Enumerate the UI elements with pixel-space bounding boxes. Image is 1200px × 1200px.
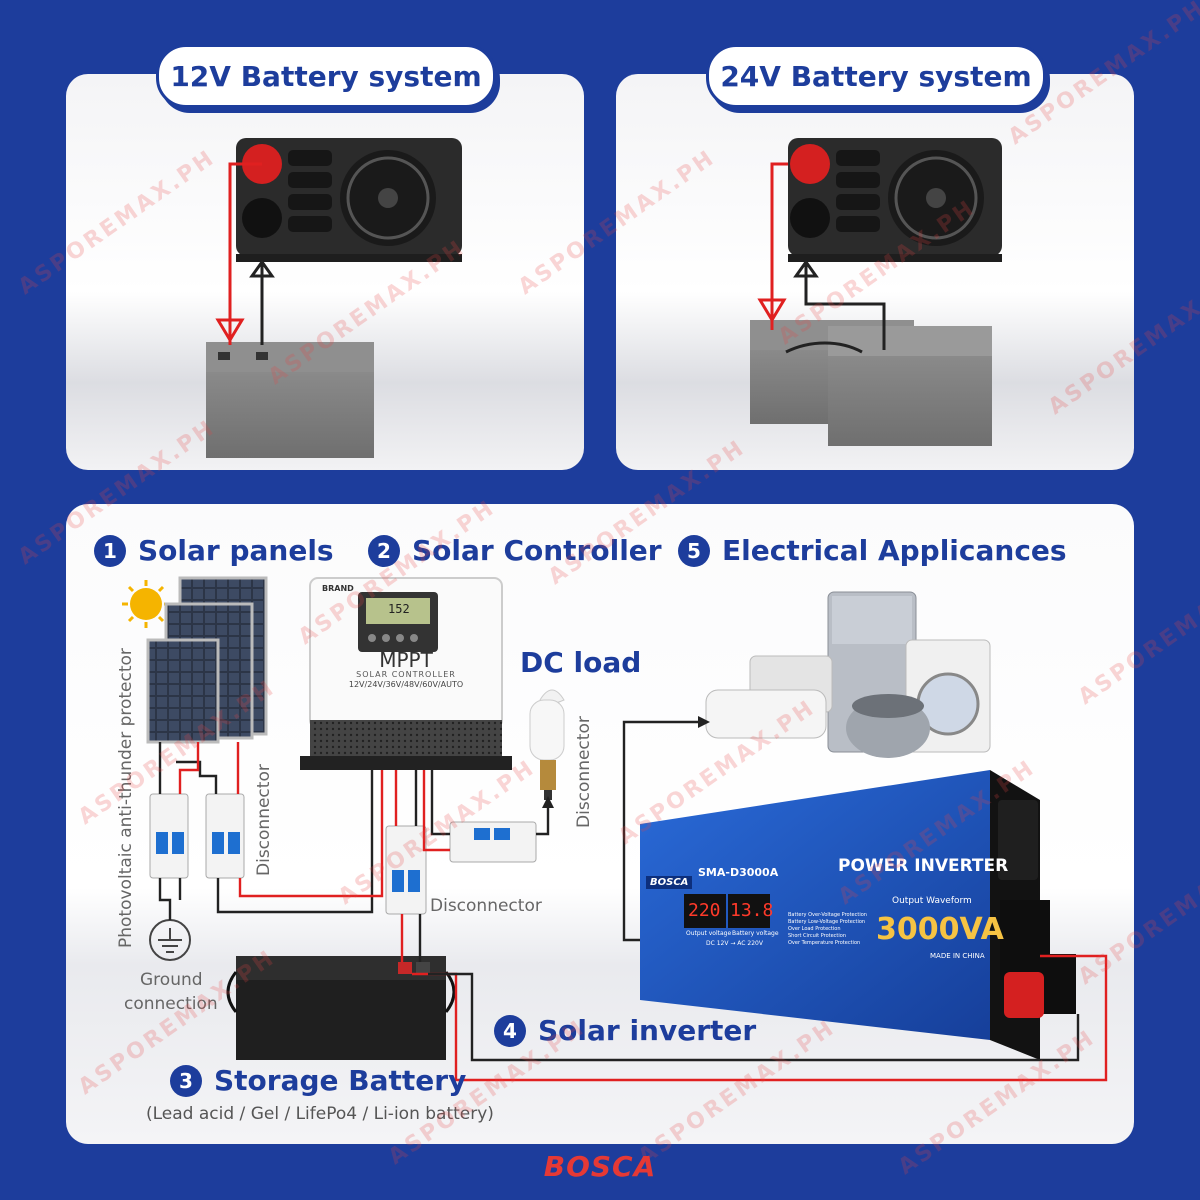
step-badge-1: 1: [94, 534, 126, 567]
heading-electrical-appliances: 5 Electrical Applicances: [678, 534, 1067, 567]
inverter-title: POWER INVERTER: [838, 856, 1009, 876]
inverter-protection-item: Battery Low-Voltage Protection: [788, 919, 866, 925]
inverter-protection-item: Over Load Protection: [788, 926, 841, 932]
inverter-display-battery: 13.8: [730, 900, 774, 921]
inverter-protections: Battery Over-Voltage Protection Battery …: [788, 912, 867, 947]
step-badge-5: 5: [678, 534, 710, 567]
system-wires: [158, 720, 1108, 1082]
sun-icon: [122, 580, 170, 628]
inverter-made-in: MADE IN CHINA: [930, 952, 985, 960]
title-24v-battery-system: 24V Battery system: [706, 44, 1046, 108]
breaker-protector-2: [205, 793, 245, 879]
inverter-24v-rear: [788, 138, 1002, 262]
inverter-display-battery-label: Battery voltage: [732, 930, 779, 937]
heading-solar-controller: 2 Solar Controller: [368, 534, 662, 567]
inverter-waveform: Output Waveform: [892, 896, 972, 906]
heading-storage-battery: 3 Storage Battery: [170, 1064, 466, 1097]
inverter-model: SMA-D3000A: [698, 866, 779, 879]
solar-panel-stack: [146, 576, 268, 744]
inverter-protection-item: Over Temperature Protection: [788, 940, 861, 946]
controller-subtitle: SOLAR CONTROLLER: [356, 670, 456, 679]
heading-solar-panels: 1 Solar panels: [94, 534, 334, 567]
inverter-display-output: 220: [688, 900, 721, 921]
heading-dc-load: DC load: [520, 646, 642, 679]
battery-types-note: (Lead acid / Gel / LifePo4 / Li-ion batt…: [146, 1104, 494, 1124]
battery-24v-b: [828, 326, 992, 446]
heading-solar-inverter-label: Solar inverter: [538, 1014, 757, 1047]
controller-brand: BRAND: [322, 584, 354, 593]
mppt-controller: [300, 577, 512, 770]
breaker-dc-load: [449, 821, 537, 863]
battery-12v: [206, 342, 374, 458]
inverter-12v-rear: [236, 138, 462, 262]
footer-brand-logo: BOSCA: [543, 1150, 657, 1183]
heading-solar-controller-label: Solar Controller: [412, 534, 662, 567]
step-badge-4: 4: [494, 1014, 526, 1047]
inverter-display-output-label: Output voltage: [686, 930, 732, 937]
controller-voltages: 12V/24V/36V/48V/60V/AUTO: [348, 680, 464, 689]
title-12v-battery-system: 12V Battery system: [156, 44, 496, 108]
heading-solar-panels-label: Solar panels: [138, 534, 334, 567]
label-ground: Ground: [140, 970, 203, 990]
step-badge-2: 2: [368, 534, 400, 567]
heading-solar-inverter: 4 Solar inverter: [494, 1014, 756, 1047]
heading-electrical-appliances-label: Electrical Applicances: [722, 534, 1067, 567]
step-badge-3: 3: [170, 1064, 202, 1097]
inverter-protection-item: Short Circuit Protection: [788, 933, 846, 939]
label-disconnector-dc: Disconnector: [574, 716, 594, 828]
label-disconnector-pv: Disconnector: [254, 764, 274, 876]
label-disconnector-battery: Disconnector: [430, 896, 542, 916]
inverter-power-rating: 3000VA: [876, 912, 1004, 947]
controller-title: MPPT: [379, 648, 433, 672]
inverter-protection-item: Battery Over-Voltage Protection: [788, 912, 867, 918]
ground-icon: [149, 919, 191, 961]
appliances-group: [705, 591, 991, 758]
dc-load-bulb-icon: [529, 689, 565, 800]
inverter-dc-ac: DC 12V → AC 220V: [706, 940, 763, 947]
breaker-battery: [385, 825, 427, 915]
heading-storage-battery-label: Storage Battery: [214, 1064, 467, 1097]
storage-battery: [226, 956, 456, 1060]
breaker-protector-1: [149, 793, 189, 879]
label-ground-connection: connection: [124, 994, 218, 1014]
inverter-brand: BOSCA: [646, 876, 693, 889]
controller-screen-value: 152: [388, 602, 410, 616]
power-inverter: [640, 770, 1076, 1060]
